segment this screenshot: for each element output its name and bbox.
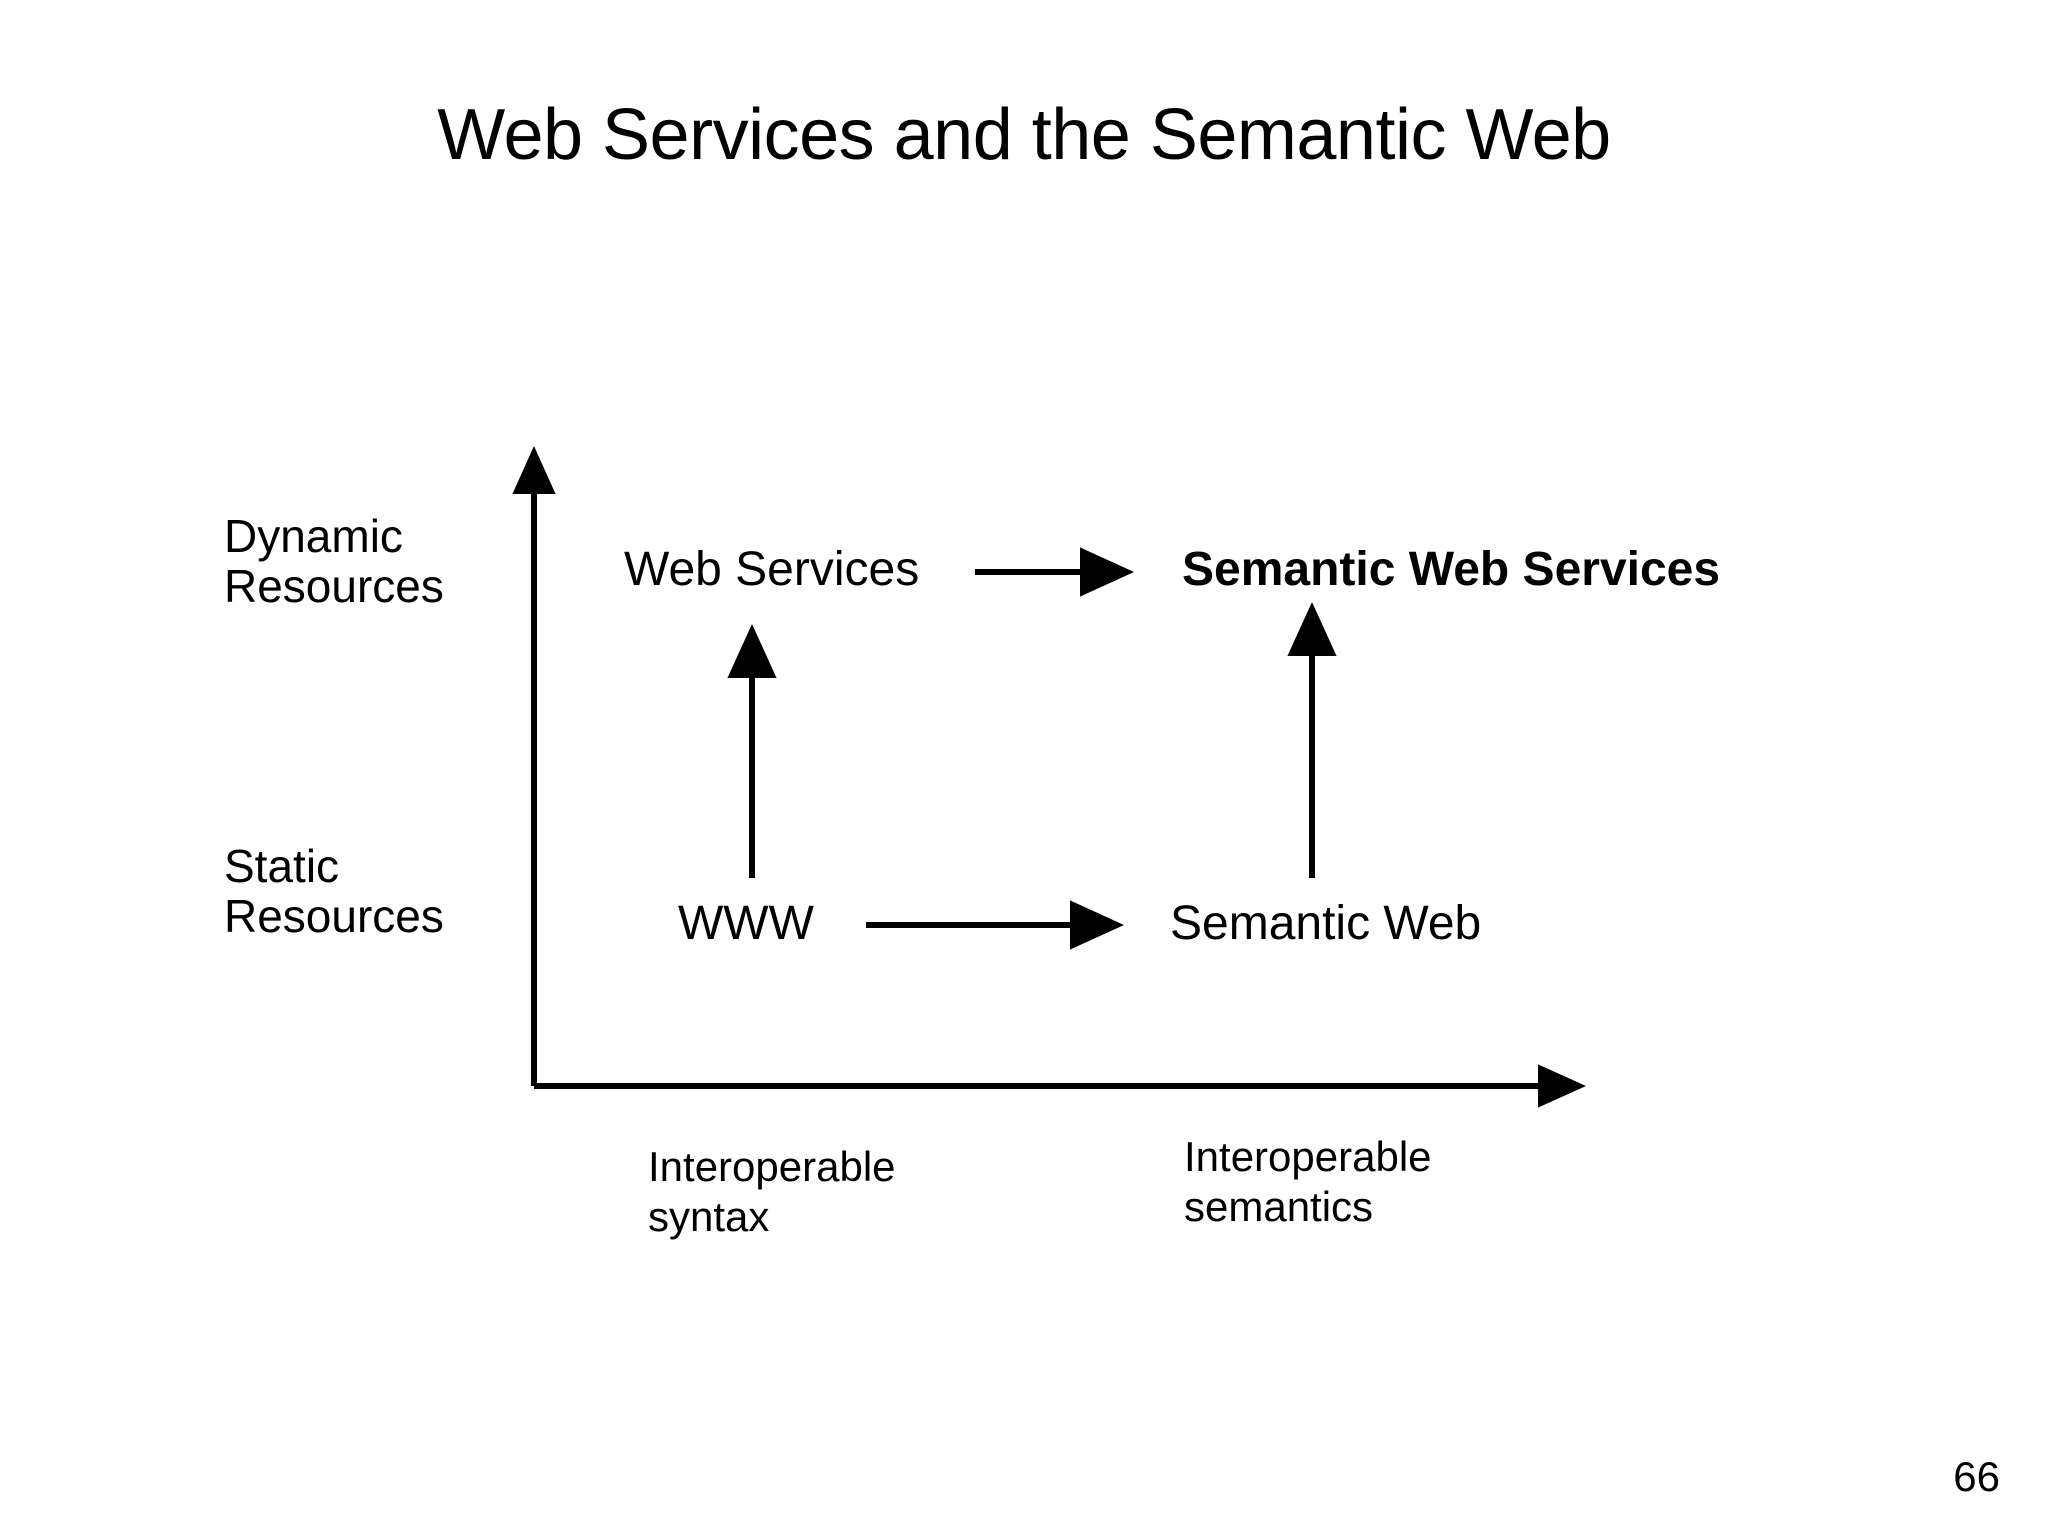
node-semantic-web-services: Semantic Web Services [1182, 543, 1721, 596]
node-www: WWW [678, 897, 814, 950]
x-axis-label-interoperable-syntax: Interoperable syntax [648, 1143, 896, 1240]
y-axis-label-static-resources: Static Resources [224, 840, 444, 942]
node-semantic-web: Semantic Web [1170, 897, 1482, 950]
page-number: 66 [1953, 1453, 2000, 1500]
page-title: Web Services and the Semantic Web [437, 95, 1611, 175]
x-axis-label-interoperable-semantics: Interoperable semantics [1184, 1133, 1432, 1230]
y-axis-label-dynamic-resources: Dynamic Resources [224, 510, 444, 612]
node-web-services: Web Services [624, 543, 920, 596]
